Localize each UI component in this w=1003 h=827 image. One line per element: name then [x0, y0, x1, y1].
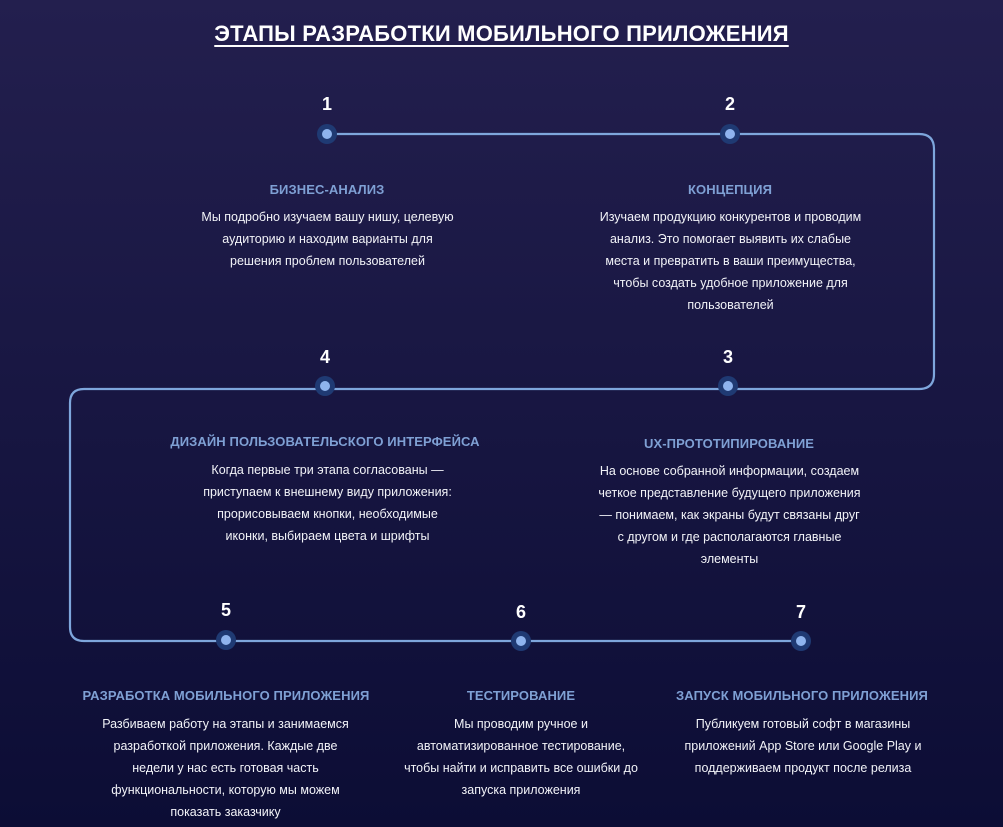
step-marker-dot	[216, 630, 236, 650]
step-number: 3	[722, 347, 733, 367]
step-number: 5	[220, 600, 231, 620]
step-description: Мы подробно изучаем вашу нишу, целевую а…	[201, 210, 454, 268]
step-description: Изучаем продукцию конкурентов и проводим…	[599, 210, 862, 312]
step-description: Мы проводим ручное и автоматизированное …	[404, 717, 638, 797]
step-number: 2	[724, 94, 735, 114]
step-marker-dot	[511, 631, 531, 651]
step-marker-dot	[791, 631, 811, 651]
step-heading: ЗАПУСК МОБИЛЬНОГО ПРИЛОЖЕНИЯ	[676, 688, 928, 703]
step-heading: КОНЦЕПЦИЯ	[687, 182, 773, 197]
page-title: ЭТАПЫ РАЗРАБОТКИ МОБИЛЬНОГО ПРИЛОЖЕНИЯ	[214, 21, 789, 46]
step-number: 1	[321, 94, 332, 114]
step-heading: БИЗНЕС-АНАЛИЗ	[269, 182, 385, 197]
step-marker-dot	[317, 124, 337, 144]
step-heading: РАЗРАБОТКА МОБИЛЬНОГО ПРИЛОЖЕНИЯ	[82, 688, 370, 703]
step-marker-dot	[720, 124, 740, 144]
step-description: Разбиваем работу на этапы и занимаемся р…	[102, 717, 349, 819]
step-number: 4	[319, 347, 330, 367]
step-heading: ТЕСТИРОВАНИЕ	[466, 688, 576, 703]
step-description: На основе собранной информации, создаем …	[598, 464, 861, 566]
step-number: 6	[515, 602, 526, 622]
step-description: Публикуем готовый софт в магазины прилож…	[684, 717, 922, 775]
step-description: Когда первые три этапа согласованы — при…	[203, 463, 452, 543]
step-heading: UX-ПРОТОТИПИРОВАНИЕ	[643, 436, 815, 451]
step-number: 7	[795, 602, 806, 622]
step-marker-dot	[315, 376, 335, 396]
step-marker-dot	[718, 376, 738, 396]
step-heading: ДИЗАЙН ПОЛЬЗОВАТЕЛЬСКОГО ИНТЕРФЕЙСА	[170, 434, 480, 449]
